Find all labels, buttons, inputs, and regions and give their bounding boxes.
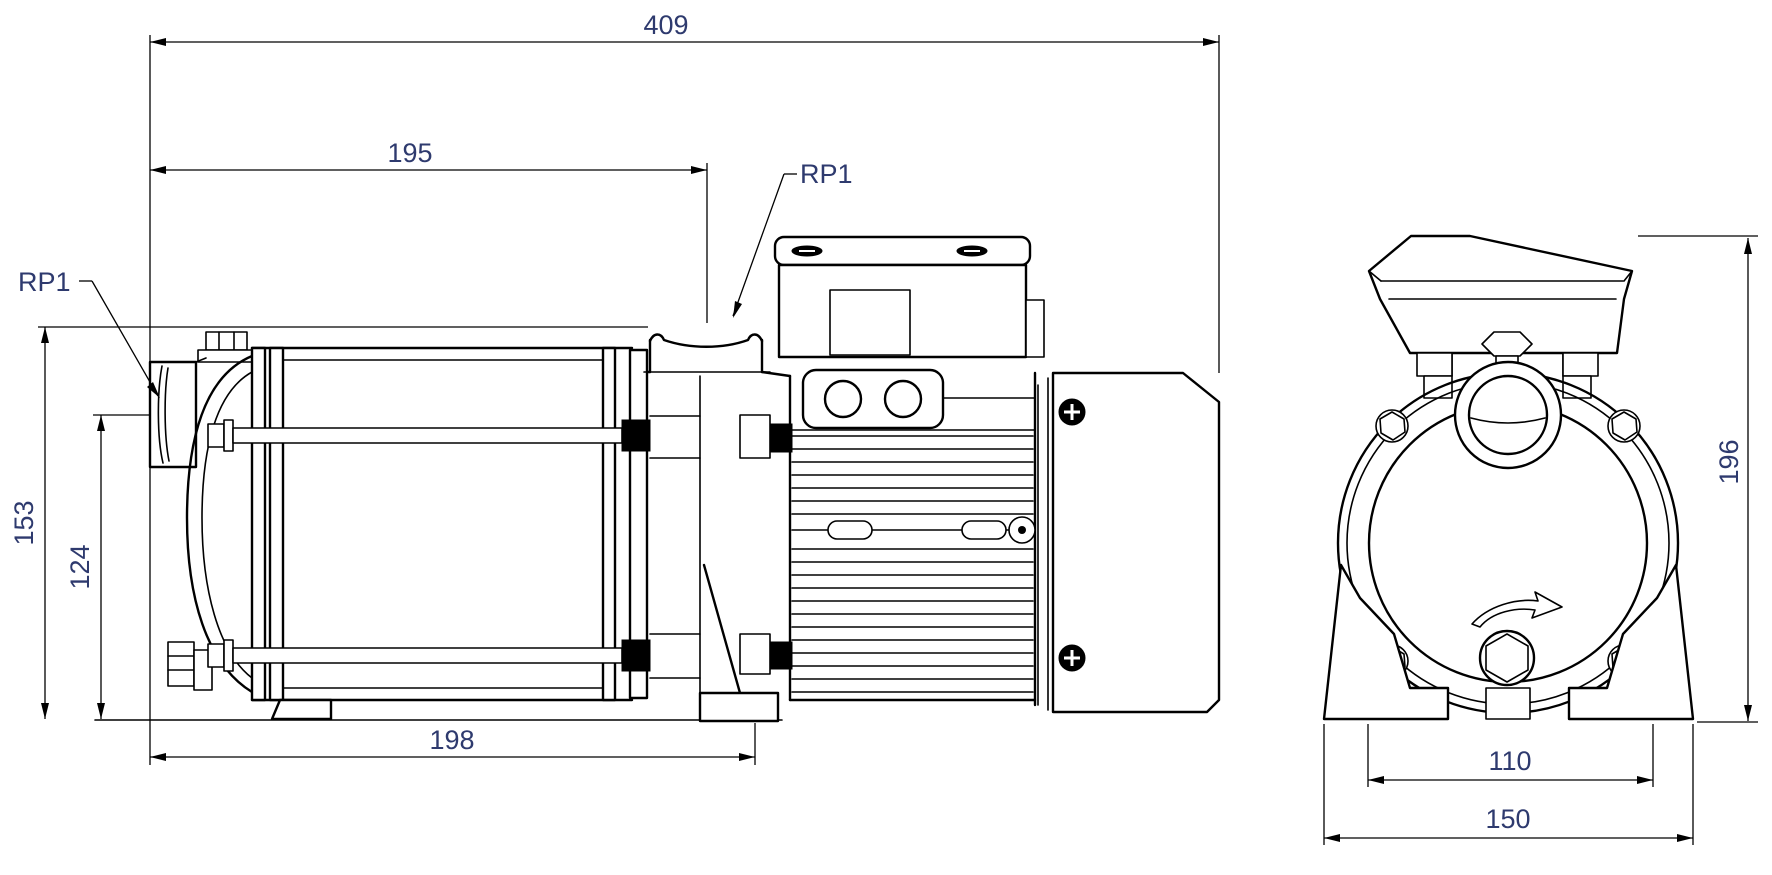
front-bracket: [1416, 331, 1599, 399]
tie-rod-nut-lower: [621, 639, 651, 672]
front-view: [1322, 234, 1695, 721]
discharge-port-rp1: [648, 333, 764, 374]
dim-150-text: 150: [1485, 804, 1530, 834]
dim-discharge-height: 153: [9, 326, 648, 719]
motor-body: [788, 368, 1037, 707]
dim-base-length: 198: [150, 723, 756, 765]
terminal-box-front: [1367, 234, 1634, 355]
box-hinge-tab: [1025, 299, 1045, 358]
dim-suction-height: 124: [65, 414, 150, 719]
tie-rod-head: [207, 423, 225, 448]
dim-110-text: 110: [1488, 746, 1531, 776]
dim-suction-to-discharge: 195: [150, 138, 708, 323]
dim-196-text: 196: [1714, 439, 1744, 484]
gland-plate: [801, 368, 945, 430]
drain-plug-front: [1478, 629, 1536, 687]
dimensions: 409 195 153 124: [9, 10, 1758, 845]
dim-409-text: 409: [643, 10, 688, 40]
eyebolt-center: [1018, 526, 1026, 534]
seam-capsule: [961, 520, 1007, 540]
hex-bolt-icon: [1375, 409, 1409, 443]
dim-198-text: 198: [429, 725, 474, 755]
dim-total-height: 196: [1638, 235, 1758, 723]
side-view: [94, 235, 1221, 723]
fan-cover: [1037, 371, 1221, 714]
pump-foot: [270, 698, 333, 721]
rp1-suction-text: RP1: [18, 267, 71, 297]
dim-foot-width: 150: [1323, 724, 1694, 845]
discharge-head: [643, 333, 793, 723]
rp1-discharge-text: RP1: [800, 159, 853, 189]
front-foot-right: [1567, 563, 1695, 721]
stud-nut-upper: [769, 423, 793, 453]
cover-screw-icon: [1058, 398, 1086, 426]
tie-rod-head: [207, 643, 225, 668]
dim-124-text: 124: [65, 544, 95, 589]
terminal-box-side: [773, 235, 1045, 359]
dim-overall-length: 409: [149, 10, 1220, 765]
terminal-box-panel: [829, 289, 911, 356]
priming-plug: [197, 331, 256, 363]
support-gusset: [702, 563, 742, 695]
cooling-fins: [791, 435, 1034, 693]
tie-rod-lower: [232, 647, 623, 664]
dim-153-text: 153: [9, 500, 39, 545]
front-foot-left: [1322, 563, 1450, 721]
hex-bolt-icon: [1607, 409, 1641, 443]
drain-plug: [167, 641, 213, 691]
cable-gland-hole: [883, 379, 923, 419]
suction-port-front: [1453, 360, 1563, 470]
rp1-callout-discharge: RP1: [732, 159, 853, 318]
rp1-callout-suction: RP1: [18, 267, 160, 398]
top-plug-hex: [1481, 331, 1533, 357]
dim-195-text: 195: [387, 138, 432, 168]
motor-foot: [698, 691, 780, 723]
bottom-boss: [1485, 687, 1531, 720]
cable-gland-hole: [823, 379, 863, 419]
tie-rod-nut-upper: [621, 419, 651, 452]
rotation-arrow-icon: [1471, 591, 1563, 628]
suction-flange: [148, 360, 198, 469]
dim-foot-spacing: 110: [1367, 724, 1654, 787]
tie-rod-upper: [232, 427, 623, 444]
cover-screw-icon: [1058, 644, 1086, 672]
tie-rods: [207, 419, 651, 672]
seam-capsule: [827, 520, 873, 540]
stud-nut-lower: [769, 641, 793, 670]
